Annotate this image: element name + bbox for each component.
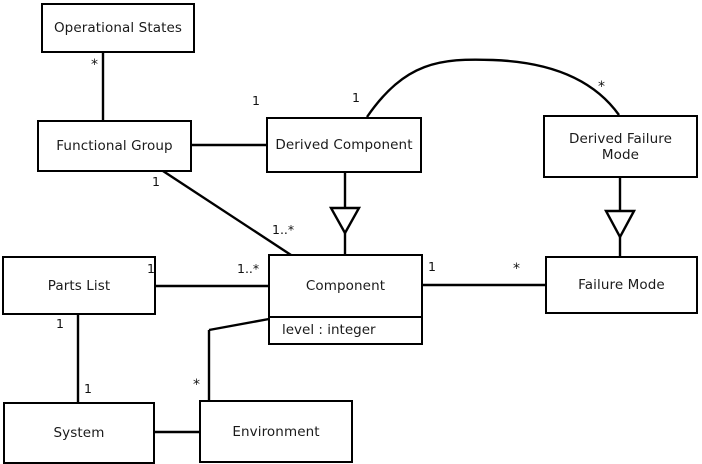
class-box-failure-mode[interactable]: Failure Mode xyxy=(545,256,698,314)
multiplicity-operational-states-functional-group: * xyxy=(91,57,98,73)
generalization-triangle-component xyxy=(328,206,362,236)
class-box-environment[interactable]: Environment xyxy=(199,400,353,463)
class-name-system: System xyxy=(53,425,105,441)
multiplicity-parts-list-system: 1 xyxy=(56,316,64,331)
edge-derived-component-derived-failure-mode[interactable] xyxy=(366,58,620,118)
class-box-derived-failure-mode[interactable]: Derived Failure Mode xyxy=(543,115,698,178)
class-name-derived-failure-mode: Derived Failure Mode xyxy=(568,130,673,163)
class-box-derived-component[interactable]: Derived Component xyxy=(266,117,422,173)
class-box-component[interactable]: Component level : integer xyxy=(268,254,423,345)
class-name-derived-component: Derived Component xyxy=(275,137,413,153)
class-box-system[interactable]: System xyxy=(3,402,155,464)
class-name-functional-group: Functional Group xyxy=(56,138,173,154)
class-box-parts-list[interactable]: Parts List xyxy=(2,256,156,315)
class-attribute-component-level: level : integer xyxy=(270,316,421,343)
multiplicity-derived-failure-mode-arc: * xyxy=(598,79,605,95)
class-name-failure-mode: Failure Mode xyxy=(578,277,665,293)
class-name-component: Component xyxy=(305,278,386,294)
multiplicity-component-functional-group: 1..* xyxy=(272,222,295,237)
class-name-operational-states: Operational States xyxy=(53,20,183,36)
multiplicity-functional-group-component: 1 xyxy=(152,174,160,189)
edge-component-environment-diagonal[interactable] xyxy=(208,317,270,332)
multiplicity-system-parts-list: 1 xyxy=(84,381,92,396)
multiplicity-derived-component-arc: 1 xyxy=(352,90,360,105)
multiplicity-component-parts-list: 1..* xyxy=(237,261,260,276)
edge-functional-group-component[interactable] xyxy=(162,169,292,257)
multiplicity-component-failure-mode: 1 xyxy=(428,259,436,274)
class-box-operational-states[interactable]: Operational States xyxy=(41,3,195,53)
multiplicity-functional-group-derived-component: 1 xyxy=(252,93,260,108)
generalization-triangle-failure-mode xyxy=(603,209,637,240)
multiplicity-failure-mode-component: * xyxy=(513,261,520,277)
class-name-environment: Environment xyxy=(232,423,320,440)
class-box-functional-group[interactable]: Functional Group xyxy=(37,120,192,172)
multiplicity-environment-component: * xyxy=(193,377,200,393)
multiplicity-parts-list-component: 1 xyxy=(147,261,155,276)
class-name-parts-list: Parts List xyxy=(47,277,111,294)
